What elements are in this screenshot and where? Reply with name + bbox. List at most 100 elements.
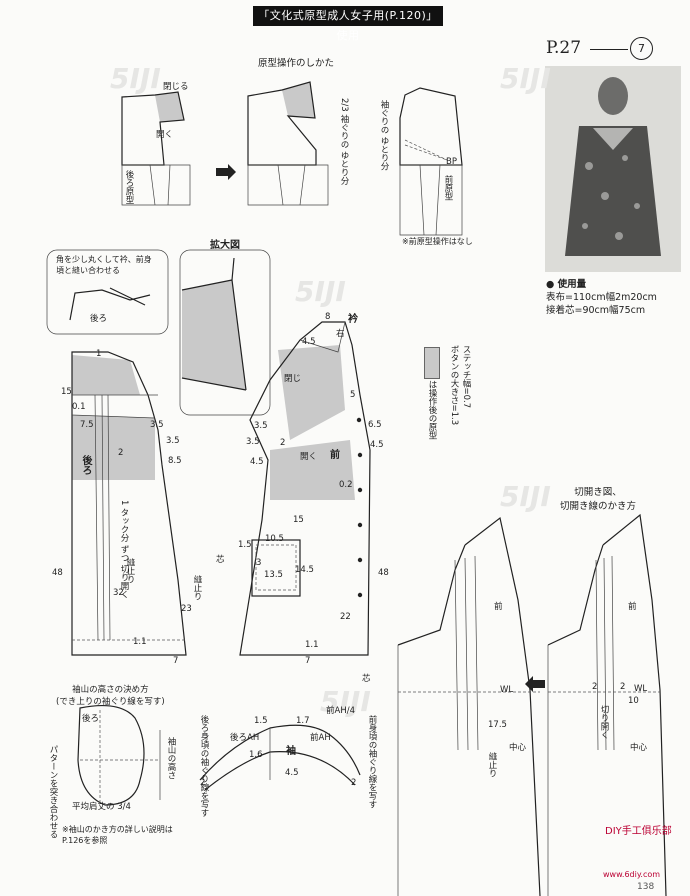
label-front-body: 前 <box>330 450 340 461</box>
label-armhole-ease-side: 袖ぐりの ゆとり分 <box>379 100 389 171</box>
watermark: 5IJI <box>320 685 371 718</box>
label-after-op: は操作後の原型 <box>427 380 437 440</box>
label-center: 中心 <box>509 743 527 753</box>
m0-1: 0.1 <box>72 402 86 412</box>
m3-5d: 3.5 <box>246 437 260 447</box>
m1-7: 1.7 <box>296 716 310 726</box>
label-sleeve: 袖 <box>286 746 296 757</box>
m2f: 2 <box>620 682 626 692</box>
m3-5a: 3.5 <box>150 420 164 430</box>
m2a: 2 <box>118 448 124 458</box>
watermark: 5IJI <box>295 275 346 308</box>
label-sew-end-side: 縫止り <box>192 575 202 601</box>
m3-5b: 3.5 <box>166 436 180 446</box>
zoom-detail <box>179 249 271 416</box>
label-right: 右 <box>336 329 345 339</box>
m2b: 2 <box>280 438 286 448</box>
usage-interfacing: 接着芯=90cm幅75cm <box>546 305 646 316</box>
label-armhole-ease: 2/3 袖ぐりの ゆとり分 <box>339 98 349 186</box>
usage-info: ● 使用量 表布=110cm幅2m20cm 接着芯=90cm幅75cm <box>546 278 657 317</box>
label-front-ah: 前AH <box>310 733 331 743</box>
m4-5d: 4.5 <box>285 768 299 778</box>
m48b: 48 <box>378 568 389 578</box>
legend-swatch <box>424 347 440 379</box>
label-collar: 衿 <box>348 314 358 325</box>
m8: 8 <box>325 312 331 322</box>
label-front-block: 前原型 <box>443 175 453 201</box>
site-url: www.6diy.com <box>603 870 661 879</box>
m6-5: 6.5 <box>368 420 382 430</box>
label-front-b: 前 <box>628 602 637 612</box>
sleeve-pattern <box>199 724 361 791</box>
m3-5c: 3.5 <box>254 421 268 431</box>
label-open: 開く <box>156 130 174 140</box>
m8-5: 8.5 <box>168 456 182 466</box>
label-stitch-width: ステッチ幅=0.7 <box>461 345 471 409</box>
section-base-op: 原型操作のしかた <box>258 58 335 69</box>
m2e: 2 <box>592 682 598 692</box>
sleeve-cap <box>77 705 161 806</box>
label-cap-note: ※袖山のかき方の詳しい説明はP.126を参照 <box>62 825 173 845</box>
label-close2: 閉じ <box>284 374 302 384</box>
m2d: 2 <box>351 778 357 788</box>
m48a: 48 <box>52 568 63 578</box>
label-back-copy: 後ろ身頃の袖ぐり線を写す <box>199 715 209 817</box>
label-wl2: WL <box>634 684 648 694</box>
m5: 5 <box>350 390 356 400</box>
m23: 23 <box>181 604 192 614</box>
item-number: 7 <box>630 37 653 60</box>
label-button-size: ボタンの大きさ=1.3 <box>449 345 459 426</box>
label-wl: WL <box>500 685 514 695</box>
m10: 10 <box>628 696 639 706</box>
site-logo: DIY手工俱乐部 <box>605 826 672 837</box>
m1-1a: 1.1 <box>133 637 147 647</box>
m1-6: 1.6 <box>249 750 263 760</box>
pattern-number: P.27 <box>546 38 582 58</box>
slash-front-2 <box>547 513 667 896</box>
label-sew-end-back: 縫止り <box>125 558 135 584</box>
slash-front-1 <box>397 516 541 896</box>
label-front-a: 前 <box>494 602 503 612</box>
label-cap-height: 袖山の高さ <box>166 737 176 780</box>
m2c: 2 <box>200 778 206 788</box>
m15: 15 <box>61 387 72 397</box>
front-bodice <box>239 321 371 656</box>
watermark: 5IJI <box>110 62 161 95</box>
label-no-front-op: ※前原型操作はなし <box>402 237 473 246</box>
section-slash: 切開き図、 切開き線のかき方 <box>560 487 637 512</box>
front-block-diagram <box>399 87 463 236</box>
label-avg-shoulder: 平均肩丈の 3/4 <box>72 802 131 812</box>
m17-5: 17.5 <box>488 720 507 730</box>
m4-5a: 4.5 <box>302 337 316 347</box>
label-back-ah: 後ろAH <box>230 733 260 743</box>
label-bp: BP <box>446 157 457 167</box>
label-tuck: 1 タック分 ずつ 切り開く <box>119 500 129 599</box>
m22: 22 <box>340 612 351 622</box>
m0-2: 0.2 <box>339 480 353 490</box>
m7a: 7 <box>173 656 179 666</box>
watermark: 5IJI <box>500 62 551 95</box>
divider <box>590 49 628 50</box>
collar-detail <box>46 249 169 335</box>
m15b: 15 <box>293 515 304 525</box>
label-front-copy: 前身頃の袖ぐり線を写す <box>367 715 377 809</box>
label-core2: 芯 <box>362 674 371 684</box>
label-close: 閉じる <box>163 82 189 92</box>
back-block-op-diagram <box>247 81 329 206</box>
m7b: 7 <box>305 656 311 666</box>
label-back-collar: 後ろ <box>90 314 108 324</box>
m14-5: 14.5 <box>295 565 314 575</box>
back-block-diagram <box>121 91 191 206</box>
m3: 3 <box>256 558 262 568</box>
label-center2: 中心 <box>630 743 648 753</box>
label-front-ah-frac: 前AH/4 <box>326 706 355 716</box>
label-collar-note: 角を少し丸くして衿、前身頃と縫い合わせる <box>56 255 152 275</box>
m1-5b: 1.5 <box>254 716 268 726</box>
m10-5: 10.5 <box>265 534 284 544</box>
label-back-sleeve: 後ろ <box>82 714 100 724</box>
m4-5c: 4.5 <box>250 457 264 467</box>
usage-fabric: 表布=110cm幅2m20cm <box>546 292 657 303</box>
watermark: 5IJI <box>500 480 551 513</box>
model-photo <box>545 66 681 272</box>
